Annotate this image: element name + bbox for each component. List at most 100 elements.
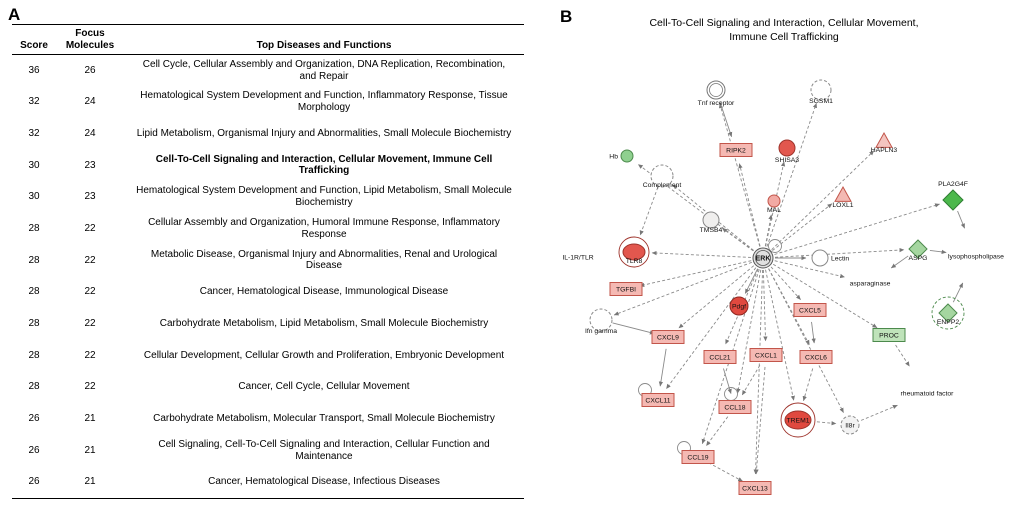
score-cell: 28: [28, 349, 40, 361]
functions-cell: Lipid Metabolism, Organismal Injury and …: [136, 127, 512, 139]
score-cell: 28: [28, 222, 40, 234]
node-label-cxcl9: CXCL9: [657, 334, 679, 341]
node-label-il1r_tlr: IL-1R/TLR: [562, 254, 593, 261]
functions-cell: Cancer, Hematological Disease, Infectiou…: [208, 476, 440, 488]
node-hb: Hb: [609, 149, 634, 163]
panel-a: A Score Focus Molecules Top Diseases and…: [8, 5, 535, 499]
node-trem1: TREM1: [780, 402, 816, 438]
panel-a-label: A: [8, 5, 21, 24]
node-label-pla2g4f: PLA2G4F: [938, 181, 968, 188]
functions-cell: Carbohydrate Metabolism, Molecular Trans…: [153, 413, 495, 424]
edge-cxcl1-ccl18: [741, 365, 761, 396]
node-complement: Complement: [643, 164, 682, 189]
score-cell: 30: [28, 159, 40, 171]
edge-enpp2-lysophospholipase: [952, 282, 964, 303]
edge-aspg-lysophospholipase: [929, 249, 947, 254]
functions-cell: Metabolic Disease, Organismal Injury and…: [150, 248, 498, 272]
panel-b-label: B: [560, 7, 573, 26]
node-tgfbi: TGFBI: [609, 282, 643, 296]
node-tlr8: TLR8: [618, 236, 650, 268]
node-label-ccl19: CCL19: [687, 454, 708, 461]
functions-cell: Hematological System Development and Fun…: [140, 90, 508, 114]
node-hapln3: HAPLN3: [871, 131, 897, 154]
node-label-rheumatoid_factor: rheumatoid factor: [901, 390, 955, 397]
edge-il8r-rheumatoid_factor: [860, 404, 898, 421]
node-label-trem1: TREM1: [786, 417, 809, 424]
network-selfloops: [638, 239, 782, 455]
network-title: Cell-To-Cell Signaling and Interaction, …: [548, 16, 1020, 44]
edge-erk-mal: [764, 214, 773, 247]
molecules-cell: 21: [84, 413, 96, 424]
edge-pla2g4f-lysophospholipase: [957, 210, 966, 229]
node-label-loxl1: LOXL1: [832, 202, 853, 209]
edge-cxcl5-cxcl6: [811, 321, 816, 344]
header-top-diseases-functions: Top Diseases and Functions: [256, 39, 392, 51]
edge-erk-proc: [773, 263, 878, 329]
node-cxcl13: CXCL13: [738, 481, 772, 495]
node-ccl18: CCL18: [718, 400, 752, 414]
node-ccl21: CCL21: [703, 350, 737, 364]
edge-erk-trem1: [765, 269, 795, 401]
header-focus-molecules: Focus Molecules: [65, 28, 115, 51]
functions-cell: Cell Cycle, Cellular Assembly and Organi…: [142, 58, 506, 82]
node-sgsm1: SGSM1: [809, 79, 833, 105]
molecules-cell: 23: [84, 159, 96, 171]
node-label-cxcl1: CXCL1: [755, 352, 777, 359]
node-label-cxcl5: CXCL5: [799, 307, 821, 314]
table-header-row: Score Focus Molecules Top Diseases and F…: [12, 24, 524, 55]
node-label-ccl21: CCL21: [709, 354, 730, 361]
node-label-il8r: Il8r: [845, 422, 855, 429]
node-label-tgfbi: TGFBI: [616, 286, 636, 293]
node-label-lysophospholipase: lysophospholipase: [948, 253, 1004, 260]
functions-cell: Cellular Development, Cellular Growth an…: [143, 349, 505, 361]
score-cell: 26: [28, 444, 40, 456]
node-cxcl1: CXCL1: [749, 348, 783, 362]
molecules-cell: 22: [84, 349, 96, 361]
score-cell: 26: [28, 476, 40, 488]
molecules-cell: 23: [84, 191, 96, 203]
molecules-cell: 22: [84, 254, 96, 266]
edge-ifn_gamma-cxcl9: [612, 322, 655, 335]
table-row: 26 21 Cancer, Hematological Disease, Infec…: [12, 466, 524, 498]
node-label-aspg: ASPG: [909, 255, 928, 262]
node-label-hb: Hb: [609, 153, 618, 160]
functions-cell: Carbohydrate Metabolism, Lipid Metabolis…: [159, 317, 489, 329]
molecules-cell: 24: [84, 127, 96, 139]
node-label-tmsb4: TMSB4: [700, 227, 723, 234]
edge-erk-tmsb4: [722, 227, 754, 252]
functions-cell: Cellular Assembly and Organization, Humo…: [148, 216, 500, 240]
panel-b: B Cell-To-Cell Signaling and Interaction…: [548, 0, 1020, 512]
edge-erk-pla2g4f: [774, 203, 940, 255]
score-cell: 26: [28, 413, 40, 424]
selfloop-erk: [768, 239, 782, 253]
edge-ccl19-cxcl13: [708, 462, 743, 482]
node-label-mal: MAL: [767, 207, 781, 214]
node-mal: MAL: [767, 194, 781, 214]
node-tnf_receptor: Tnf receptor: [698, 80, 735, 107]
node-pdgf: Pdgf: [729, 296, 749, 316]
edge-erk-cxcl5: [770, 266, 801, 300]
molecules-cell: 21: [84, 444, 96, 456]
node-loxl1: LOXL1: [832, 185, 854, 209]
node-shisa3: SHISA3: [775, 139, 799, 164]
functions-cell: Hematological System Development and Fun…: [136, 185, 512, 209]
header-score: Score: [20, 39, 48, 51]
node-label-complement: Complement: [643, 182, 682, 189]
networks-table: Score Focus Molecules Top Diseases and F…: [12, 24, 524, 499]
node-ifn_gamma: Ifn gamma: [585, 308, 617, 335]
table-row: 28 22 Cellular Development, Cellular Growt…: [12, 340, 524, 372]
molecules-cell: 21: [84, 476, 96, 488]
edge-ccl21-ccl18: [723, 368, 732, 394]
edge-erk-ccl19: [701, 269, 760, 444]
edge-erk-asparaginase: [774, 260, 845, 279]
node-label-erk: ERK: [756, 255, 771, 262]
